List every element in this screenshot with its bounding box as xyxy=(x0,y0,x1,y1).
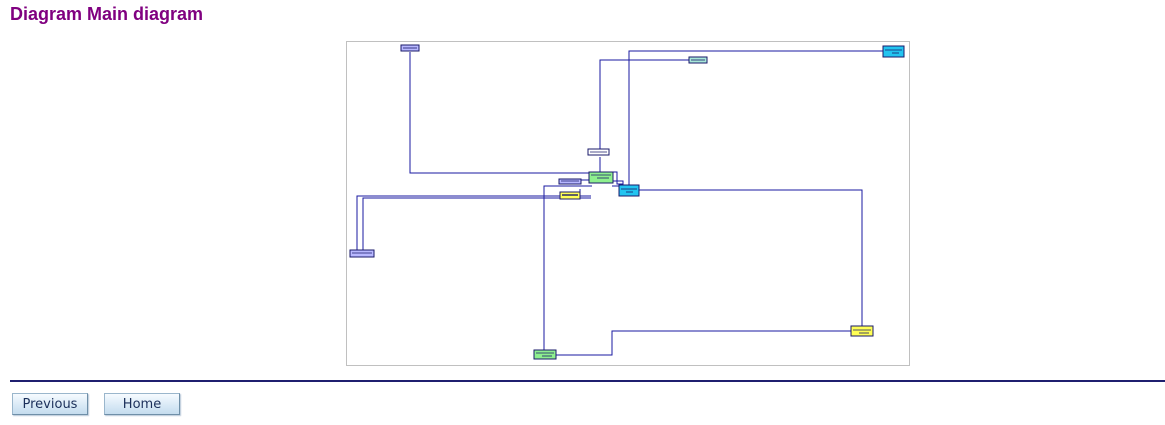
connector-line xyxy=(639,189,863,329)
divider xyxy=(10,380,1165,382)
diagram-node[interactable] xyxy=(882,45,905,58)
diagram-node[interactable] xyxy=(559,191,581,200)
diagram-node[interactable] xyxy=(349,249,375,258)
connector-line xyxy=(543,185,592,350)
connector-line xyxy=(409,52,590,179)
page-title: Diagram Main diagram xyxy=(10,4,204,24)
connector-line xyxy=(356,195,591,250)
previous-button[interactable]: Previous xyxy=(12,393,88,415)
diagram-node[interactable] xyxy=(688,56,708,64)
diagram-nodes xyxy=(349,44,905,360)
connector-line xyxy=(628,50,883,186)
diagram-node[interactable] xyxy=(400,44,420,52)
home-button[interactable]: Home xyxy=(104,393,180,415)
diagram-svg xyxy=(349,44,905,360)
connector-line xyxy=(362,197,591,250)
diagram-node[interactable] xyxy=(558,178,582,185)
diagram-node[interactable] xyxy=(533,349,557,360)
diagram-node[interactable] xyxy=(850,325,874,337)
connector-line xyxy=(612,185,620,190)
diagram-node[interactable] xyxy=(618,184,640,197)
connector-line xyxy=(599,59,689,153)
connector-line xyxy=(556,330,851,356)
diagram-node[interactable] xyxy=(588,171,614,184)
diagram-node[interactable] xyxy=(587,148,610,156)
diagram-canvas[interactable] xyxy=(346,41,910,366)
diagram-connectors xyxy=(356,50,883,356)
